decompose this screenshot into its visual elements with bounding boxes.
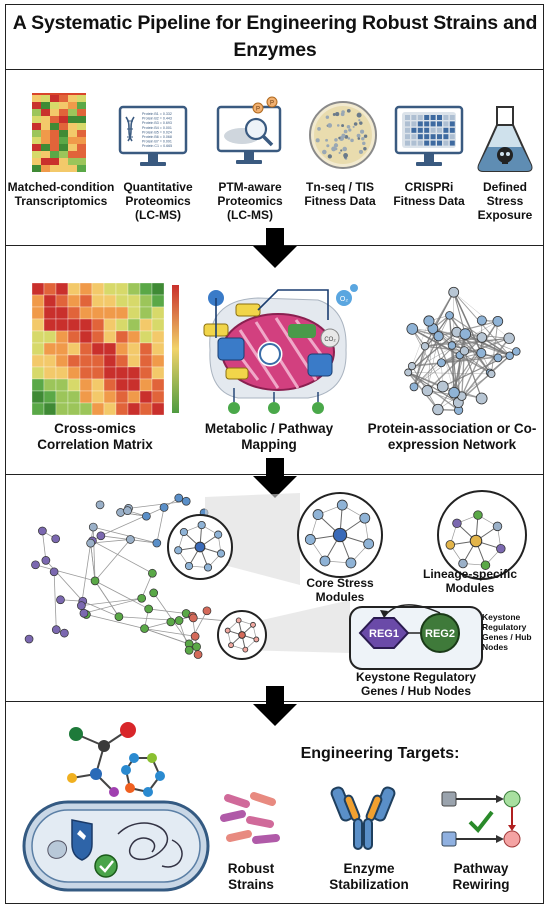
engineering-targets-heading: Engineering Targets: <box>300 745 460 762</box>
monitor-text-line: Protein B6 = 0.068 <box>142 135 172 139</box>
label-ptm-proteomics: PTM-aware Proteomics (LC-MS) <box>217 180 283 222</box>
monitor-text-line: Protein C1 = 0.665 <box>142 144 172 148</box>
label-keystone-side: Keystone Regulatory Genes / Hub Nodes <box>482 612 532 652</box>
label-quantitative-proteomics: Quantitative Proteomics (LC-MS) <box>123 180 193 222</box>
correlation-matrix-heatmap <box>31 282 179 416</box>
transcriptomics-heatmap-icon <box>32 93 86 172</box>
molecules-icon <box>67 722 165 797</box>
monitor-text-line: Protein B2 = 0.443 <box>142 117 172 121</box>
pathway-rewiring-icon <box>441 790 521 848</box>
protein-association-network <box>404 286 521 416</box>
crispri-plate-monitor-icon <box>394 105 464 166</box>
svg-text:P: P <box>256 107 260 113</box>
label-stress-exposure: Defined Stress Exposure <box>477 180 533 222</box>
monitor-text-line: Protein B4 = 0.001 <box>142 126 172 130</box>
robust-strains-icon <box>220 792 280 844</box>
svg-text:P: P <box>270 101 274 107</box>
label-keystone-genes: Keystone Regulatory Genes / Hub Nodes <box>355 670 477 698</box>
arrow-down-2 <box>253 458 297 498</box>
metabolic-pathway-diagram: O₂ CO₂ <box>203 284 358 414</box>
svg-text:REG1: REG1 <box>369 628 399 640</box>
monitor-text-line: Protein B5 = 0.024 <box>142 130 172 134</box>
arrow-down-3 <box>253 686 297 726</box>
ptm-proteomics-magnifier-icon: P P <box>216 96 282 164</box>
label-enzyme-stabilization: Enzyme Stabilization <box>329 861 409 892</box>
monitor-text-line: Protein B7 = 0.091 <box>142 140 172 144</box>
label-core-stress-modules: Core Stress Modules <box>306 576 374 604</box>
label-transcriptomics: Matched-condition Transcriptomics <box>7 180 115 208</box>
label-coexpression-network: Protein-association or Co-expression Net… <box>367 421 537 452</box>
svg-text:REG2: REG2 <box>425 628 455 640</box>
label-crispri: CRISPRi Fitness Data <box>393 180 465 208</box>
label-pathway-rewiring: Pathway Rewiring <box>452 861 510 892</box>
svg-text:O₂: O₂ <box>340 296 348 303</box>
enzyme-antibody-icon <box>330 786 396 850</box>
label-tnseq: Tn-seq / TIS Fitness Data <box>304 180 376 208</box>
label-robust-strains: Robust Strains <box>227 861 275 892</box>
bacterial-cell-icon <box>22 800 210 892</box>
divider-title <box>5 69 544 70</box>
arrow-down-1 <box>253 228 297 268</box>
label-correlation-matrix: Cross-omics Correlation Matrix <box>37 421 153 452</box>
svg-text:CO₂: CO₂ <box>324 337 336 343</box>
label-pathway-mapping: Metabolic / Pathway Mapping <box>204 421 334 452</box>
label-lineage-modules: Lineage-specific Modules <box>422 567 518 595</box>
monitor-text-line: Protein B3 = 0.693 <box>142 121 172 125</box>
figure-frame <box>5 4 544 904</box>
stress-flask-skull-icon <box>477 106 533 172</box>
figure-title: A Systematic Pipeline for Engineering Ro… <box>12 12 538 61</box>
module-network-overview: REG1 REG2 <box>24 490 527 670</box>
tnseq-petri-dish-icon <box>309 101 377 169</box>
monitor-text-line: Protein B1 = 0.332 <box>142 112 172 116</box>
